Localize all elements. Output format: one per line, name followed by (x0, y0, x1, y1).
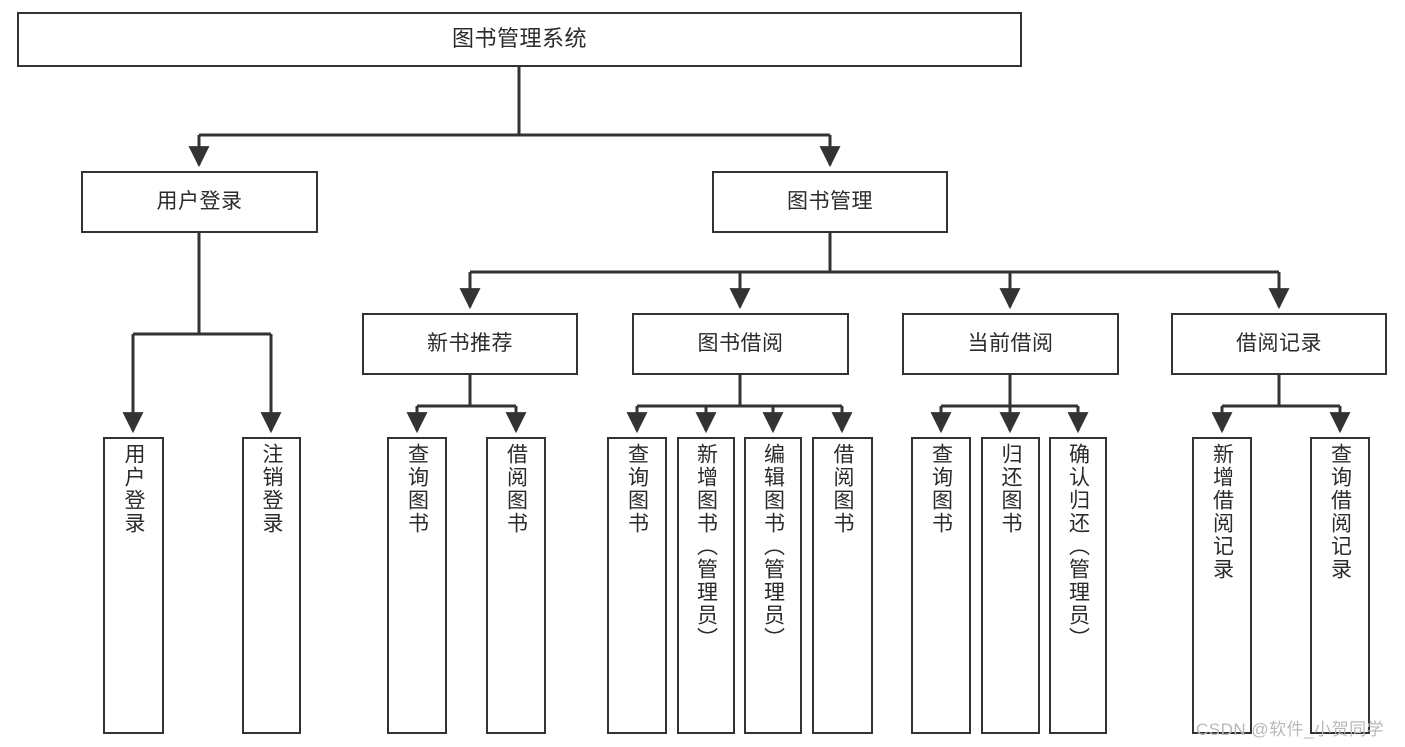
node-label: 借阅图书 (831, 443, 854, 535)
node-label: 注销登录 (260, 443, 283, 535)
node-label: 新增图书（管理员） (694, 443, 718, 650)
node-label: 借阅记录 (1236, 332, 1322, 356)
node-borrow-record[interactable]: 借阅记录 (1171, 313, 1387, 375)
node-leaf-return-book[interactable]: 归还图书 (981, 437, 1040, 734)
node-book-borrow[interactable]: 图书借阅 (632, 313, 849, 375)
node-label: 编辑图书（管理员） (761, 443, 785, 650)
node-leaf-add-book-admin[interactable]: 新增图书（管理员） (677, 437, 735, 734)
node-label: 用户登录 (156, 190, 243, 214)
node-label: 查询图书 (625, 443, 649, 535)
node-label: 图书管理 (787, 190, 873, 214)
node-user-login[interactable]: 用户登录 (81, 171, 318, 233)
node-label: 图书管理系统 (451, 26, 587, 52)
node-label: 归还图书 (999, 443, 1022, 535)
node-leaf-query-book-recommend[interactable]: 查询图书 (387, 437, 447, 734)
node-leaf-query-book-borrow[interactable]: 查询图书 (607, 437, 667, 734)
node-label: 确认归还（管理员） (1066, 443, 1090, 650)
node-label: 查询图书 (929, 443, 953, 535)
node-label: 新增借阅记录 (1210, 443, 1234, 581)
node-leaf-logout[interactable]: 注销登录 (242, 437, 301, 734)
node-label: 用户登录 (122, 443, 145, 535)
node-leaf-borrow-book-recommend[interactable]: 借阅图书 (486, 437, 546, 734)
csdn-watermark: CSDN @软件_小贺同学 (1196, 720, 1385, 739)
node-label: 新书推荐 (427, 332, 513, 356)
node-leaf-query-borrow-record[interactable]: 查询借阅记录 (1310, 437, 1370, 734)
node-label: 当前借阅 (967, 332, 1054, 356)
node-new-book-recommend[interactable]: 新书推荐 (362, 313, 578, 375)
node-label: 查询图书 (405, 443, 429, 535)
node-leaf-edit-book-admin[interactable]: 编辑图书（管理员） (744, 437, 802, 734)
node-leaf-confirm-return-admin[interactable]: 确认归还（管理员） (1049, 437, 1107, 734)
node-current-borrow[interactable]: 当前借阅 (902, 313, 1119, 375)
node-leaf-query-book-current[interactable]: 查询图书 (911, 437, 971, 734)
node-label: 查询借阅记录 (1328, 443, 1352, 581)
node-leaf-add-borrow-record[interactable]: 新增借阅记录 (1192, 437, 1252, 734)
node-book-management[interactable]: 图书管理 (712, 171, 948, 233)
node-root-book-management-system[interactable]: 图书管理系统 (17, 12, 1022, 67)
node-label: 借阅图书 (504, 443, 528, 535)
node-leaf-user-login[interactable]: 用户登录 (103, 437, 164, 734)
node-label: 图书借阅 (697, 332, 784, 356)
node-leaf-borrow-book[interactable]: 借阅图书 (812, 437, 873, 734)
